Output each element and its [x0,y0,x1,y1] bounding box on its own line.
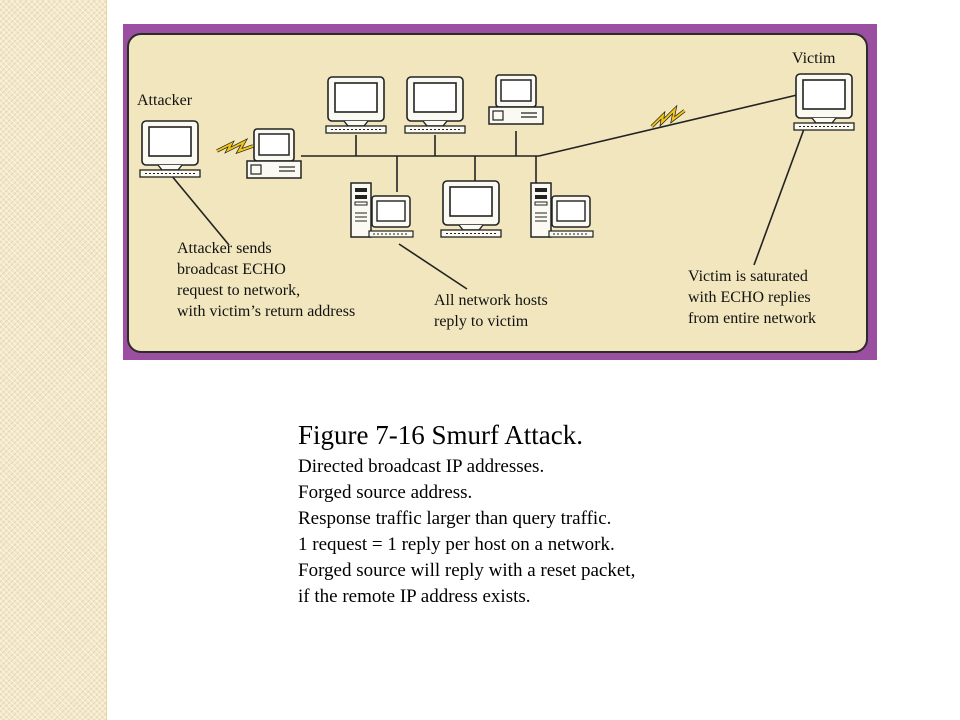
host-monitor-icon [325,76,387,134]
victim-note-line: with ECHO replies [688,289,811,306]
attacker-note-line: with victim’s return address [177,303,356,320]
attacker-note: Attacker sends broadcast ECHO request to… [177,238,355,322]
caption-line: Forged source address. [298,482,473,503]
figure-title: Figure 7-16 Smurf Attack. [298,420,583,450]
smurf-attack-diagram: Victim Attacker Attacker sends broadcast… [123,24,877,360]
host-monitor-icon [404,76,466,134]
network-drawing [139,73,855,290]
victim-note-line: from entire network [688,310,816,327]
victim-label: Victim [792,50,836,67]
caption-line: 1 request = 1 reply per host on a networ… [298,534,615,555]
attacker-note-line: broadcast ECHO [177,261,286,278]
lightning-bolt-icon [647,105,688,129]
host-tower-computer-icon [530,182,594,238]
victim-monitor-icon [793,73,855,131]
decorative-side-stripe [0,0,107,720]
victim-note: Victim is saturated with ECHO replies fr… [688,266,816,329]
attacker-label: Attacker [137,92,193,109]
diagram-panel: Victim Attacker Attacker sends broadcast… [127,33,868,353]
hosts-note: All network hosts reply to victim [434,290,548,332]
hosts-note-line: reply to victim [434,313,529,330]
callout-victim [753,128,805,266]
attacker-monitor-icon [139,120,201,178]
attacker-note-line: Attacker sends [177,240,272,257]
callout-hosts [398,243,468,290]
caption-line: Directed broadcast IP addresses. [298,456,545,477]
caption-line: Forged source will reply with a reset pa… [298,560,636,581]
host-monitor-icon [440,180,502,238]
caption-line: Response traffic larger than query traff… [298,508,612,529]
figure-caption: Figure 7-16 Smurf Attack. Directed broad… [298,418,635,610]
attacker-note-line: request to network, [177,282,301,299]
caption-line: if the remote IP address exists. [298,586,531,607]
link-to-victim [538,94,798,157]
callout-attacker [170,174,230,246]
host-desktop-computer-icon [488,74,544,125]
host-tower-computer-icon [350,182,414,238]
lightning-bolt-icon [215,140,255,153]
relay-desktop-computer-icon [246,128,302,179]
victim-note-line: Victim is saturated [688,268,808,285]
hosts-note-line: All network hosts [434,292,548,309]
